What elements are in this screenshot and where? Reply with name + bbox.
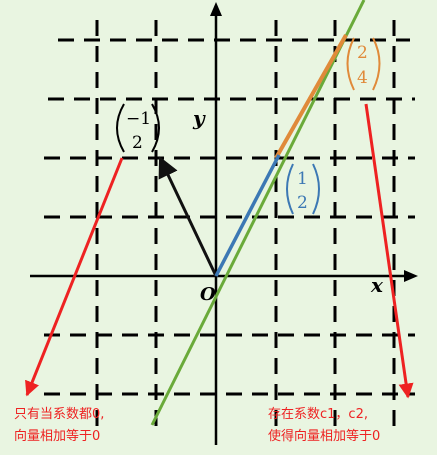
vector-1-2-arrow <box>214 154 281 277</box>
vector-1-2-label: 1 2 <box>286 163 320 215</box>
y-axis-label: y <box>192 106 206 130</box>
right-note-line2: 使得向量相加等于0 <box>268 428 380 444</box>
origin-label: O <box>200 284 216 305</box>
vector-neg1-2-top: −1 <box>126 109 151 129</box>
axes <box>30 2 418 445</box>
x-axis-arrowhead <box>404 270 418 282</box>
right-callout-arrow <box>364 103 414 399</box>
right-note-line1: 存在系数c1，c2, <box>268 407 368 422</box>
vector-1-2-top: 1 <box>297 169 308 189</box>
span-line <box>150 0 366 426</box>
vector-2-4-bottom: 4 <box>357 68 368 88</box>
vector-2-4-top: 2 <box>357 43 368 63</box>
vector-2-4-label: 2 4 <box>346 37 381 91</box>
vector-neg1-2-label: −1 2 <box>116 103 160 153</box>
left-note-line1: 只有当系数都0, <box>14 407 104 422</box>
left-callout-arrow <box>25 157 124 397</box>
x-axis-label: x <box>370 273 384 297</box>
y-axis-arrowhead <box>210 2 222 16</box>
vector-1-2-bottom: 2 <box>297 193 308 213</box>
left-note-line2: 向量相加等于0 <box>14 428 100 444</box>
vector-neg1-2-arrow <box>158 156 218 277</box>
vector-2-4-arrow <box>274 34 348 159</box>
vector-neg1-2-bottom: 2 <box>132 133 143 153</box>
grid <box>44 20 415 430</box>
